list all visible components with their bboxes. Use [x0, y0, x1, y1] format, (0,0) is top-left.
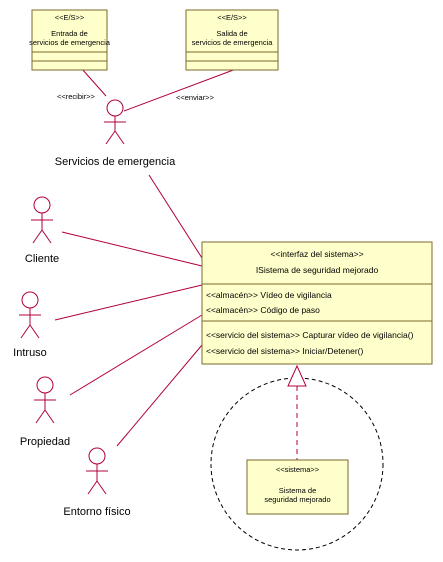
- actor-client[interactable]: [31, 196, 53, 244]
- line-client-to-interface: [61, 231, 203, 267]
- actor-figure-icon: [36, 376, 54, 394]
- system-stereotype: <<sistema>>: [276, 465, 320, 474]
- line-emergency-to-io-out: [123, 68, 237, 112]
- io-output-box[interactable]: <<E/S>> Salida de servicios de emergenci…: [185, 9, 279, 71]
- interface-op-startstop: <<servicio del sistema>> Iniciar/Detener…: [206, 346, 363, 356]
- actor-physical-environment[interactable]: [86, 447, 108, 495]
- interface-box[interactable]: <<interfaz del sistema>> ISistema de seg…: [201, 241, 433, 365]
- association-lines: [54, 68, 237, 447]
- line-intruder-to-interface: [54, 284, 203, 321]
- actor-intruder[interactable]: [19, 291, 41, 339]
- actor-property-label: Propiedad: [20, 436, 70, 448]
- io-output-stereotype: <<E/S>>: [217, 13, 247, 22]
- system-box[interactable]: <<sistema>> Sistema de seguridad mejorad…: [246, 459, 349, 515]
- send-label: <<enviar>>: [176, 93, 215, 102]
- line-property-to-interface: [69, 314, 203, 396]
- interface-name: ISistema de seguridad mejorado: [256, 265, 379, 275]
- io-input-stereotype: <<E/S>>: [55, 13, 85, 22]
- system-line2: seguridad mejorado: [264, 495, 330, 504]
- actor-client-label: Cliente: [25, 253, 59, 265]
- line-emergency-to-interface: [148, 174, 203, 259]
- interface-stereotype: <<interfaz del sistema>>: [270, 249, 363, 259]
- interface-attr-passcode: <<almacén>> Código de paso: [206, 305, 320, 315]
- actor-environment-label: Entorno físico: [63, 506, 130, 518]
- io-input-box[interactable]: <<E/S>> Entrada de servicios de emergenc…: [29, 9, 111, 71]
- io-input-line2: servicios de emergencia: [29, 38, 111, 47]
- interface-attr-video: <<almacén>> Vídeo de vigilancia: [206, 290, 332, 300]
- realization-arrow-icon: [287, 364, 307, 387]
- io-output-line2: servicios de emergencia: [192, 38, 274, 47]
- subsystem-boundary: [210, 377, 384, 551]
- actor-figure-icon: [33, 196, 51, 214]
- actor-figure-icon: [106, 99, 124, 117]
- actor-intruder-label: Intruso: [13, 347, 47, 359]
- io-output-line1: Salida de: [216, 29, 247, 38]
- actor-property[interactable]: [34, 376, 56, 424]
- actor-figure-icon: [88, 447, 106, 465]
- io-input-line1: Entrada de: [51, 29, 88, 38]
- receive-label: <<recibir>>: [57, 92, 96, 101]
- line-environment-to-interface: [116, 344, 203, 447]
- system-line1: Sistema de: [279, 486, 317, 495]
- actor-figure-icon: [21, 291, 39, 309]
- actor-emergency-label: Servicios de emergencia: [55, 156, 176, 168]
- actor-emergency-services[interactable]: [104, 99, 126, 145]
- interface-op-capture: <<servicio del sistema>> Capturar vídeo …: [206, 330, 414, 340]
- line-io-in-to-emergency: [81, 68, 107, 97]
